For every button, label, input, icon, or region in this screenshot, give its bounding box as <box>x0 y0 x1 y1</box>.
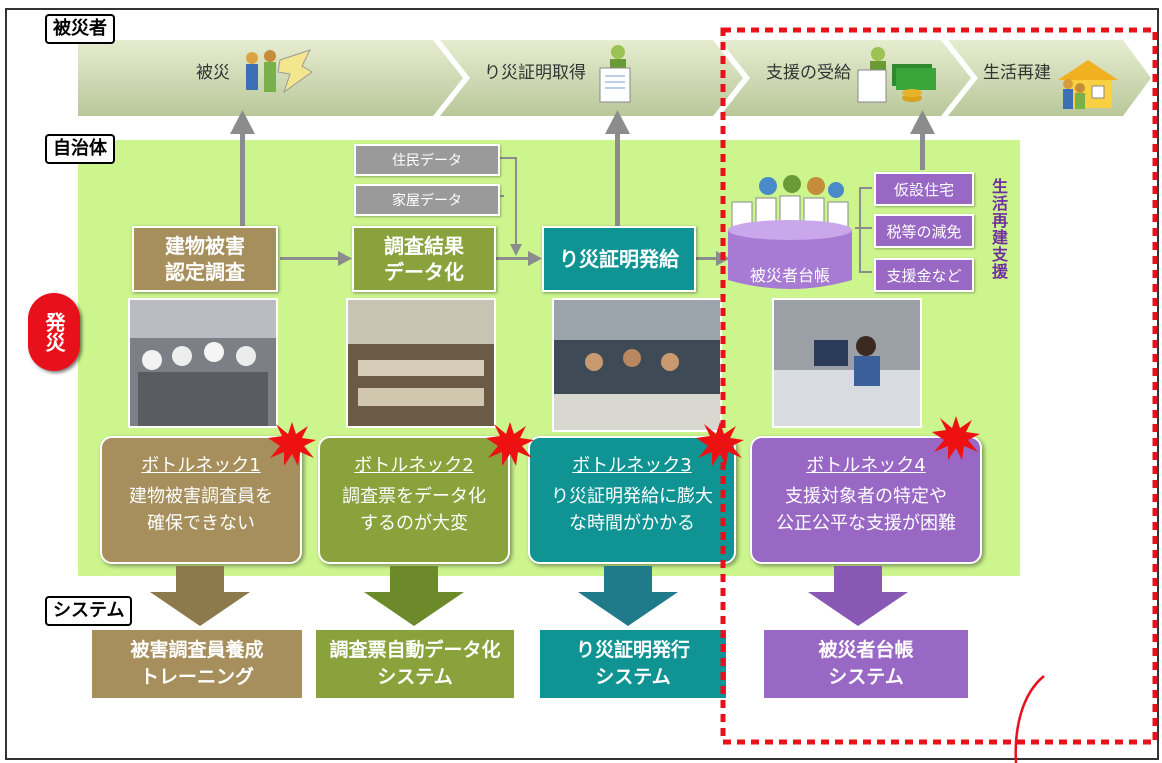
bottleneck-2-title: ボトルネック2 <box>354 455 474 476</box>
alert-burst-icon <box>486 422 534 466</box>
bottleneck-3-title: ボトルネック3 <box>572 455 692 476</box>
alert-burst-icon <box>932 416 980 460</box>
system-1-line2: トレーニング <box>139 666 254 688</box>
step-data-entry: 調査結果データ化 <box>352 226 496 292</box>
step-1-line2: 認定調査 <box>165 260 245 284</box>
chevron-2 <box>440 40 743 116</box>
system-1-line1: 被害調査員養成 <box>130 639 264 661</box>
hassai-badge: 発災 <box>28 293 80 371</box>
bottleneck-3-line1: り災証明発給に膨大 <box>551 486 713 507</box>
down-arrow-2 <box>364 566 464 626</box>
system-2-line2: システム <box>377 666 453 688</box>
chevron-label-hisai: 被災 <box>196 63 230 83</box>
photo-certificate-counter <box>552 298 722 432</box>
system-certificate: り災証明発行システム <box>540 630 726 698</box>
chevron-label-risai-shutoku: り災証明取得 <box>484 63 586 83</box>
system-3-line2: システム <box>595 666 671 688</box>
down-arrow-3 <box>578 566 678 626</box>
resident-data-box: 住民データ <box>354 144 500 176</box>
certificate-person-icon <box>599 45 631 103</box>
family-house-icon <box>1058 60 1118 109</box>
system-training: 被害調査員養成トレーニング <box>92 630 302 698</box>
alert-burst-icon <box>268 422 316 466</box>
alert-burst-icon <box>696 422 744 466</box>
photo-data-entry-room <box>346 298 496 428</box>
chevron-label-seikatsu-saiken: 生活再建 <box>983 63 1051 83</box>
house-data-box: 家屋データ <box>354 184 500 216</box>
down-arrow-4 <box>808 566 908 626</box>
step-1-line1: 建物被害 <box>165 234 245 258</box>
tag-system: システム <box>45 596 133 626</box>
bottleneck-1-title: ボトルネック1 <box>141 455 261 476</box>
tag-hisaisha: 被災者 <box>45 14 115 44</box>
step-certificate-issue: り災証明発給 <box>542 226 696 292</box>
dashed-highlight-box <box>720 27 1158 745</box>
diagram-frame <box>5 8 1159 760</box>
bottleneck-2: ボトルネック2 調査票をデータ化 するのが大変 <box>318 436 510 564</box>
step-building-survey: 建物被害認定調査 <box>132 226 278 292</box>
bottleneck-1-line2: 確保できない <box>147 513 255 534</box>
bottleneck-2-line2: するのが大変 <box>360 513 468 534</box>
system-4-line1: 被災者台帳 <box>818 639 914 661</box>
tag-jichitai: 自治体 <box>45 134 115 164</box>
bottleneck-2-line1: 調査票をデータ化 <box>342 486 486 507</box>
bottleneck-1: ボトルネック1 建物被害調査員を 確保できない <box>100 436 302 564</box>
system-3-line1: り災証明発行 <box>575 639 690 661</box>
bottleneck-4-title: ボトルネック4 <box>806 455 926 476</box>
system-auto-data: 調査票自動データ化システム <box>316 630 514 698</box>
ledger-label: 被災者台帳 <box>749 266 830 285</box>
chevron-label-shien-jukyu: 支援の受給 <box>766 63 851 83</box>
support-tax-reduction: 税等の減免 <box>874 214 974 248</box>
bottleneck-3-line2: な時間がかかる <box>569 513 695 534</box>
red-curve <box>1014 675 1045 763</box>
disaster-people-icon <box>246 49 313 94</box>
bottleneck-4: ボトルネック4 支援対象者の特定や 公正公平な支援が困難 <box>750 436 982 564</box>
step-2-line2: データ化 <box>384 260 464 284</box>
bottleneck-3: ボトルネック3 り災証明発給に膨大 な時間がかかる <box>528 436 736 564</box>
system-ledger: 被災者台帳システム <box>764 630 968 698</box>
vertical-label-life-reconstruction: 生活再建支援 <box>989 178 1008 280</box>
bottleneck-4-line1: 支援対象者の特定や <box>785 486 947 507</box>
photo-survey-workers <box>128 298 278 428</box>
system-4-line2: システム <box>828 666 904 688</box>
money-receipt-icon <box>857 47 936 103</box>
support-subsidy: 支援金など <box>874 258 974 292</box>
down-arrow-1 <box>150 566 250 626</box>
system-2-line1: 調査票自動データ化 <box>329 639 501 661</box>
step-2-line1: 調査結果 <box>384 234 464 258</box>
support-temporary-housing: 仮設住宅 <box>874 172 974 206</box>
victim-ledger-icon <box>728 175 852 289</box>
bottleneck-4-line2: 公正公平な支援が困難 <box>776 513 956 534</box>
photo-consultation <box>772 298 922 428</box>
bottleneck-1-line1: 建物被害調査員を <box>129 486 273 507</box>
